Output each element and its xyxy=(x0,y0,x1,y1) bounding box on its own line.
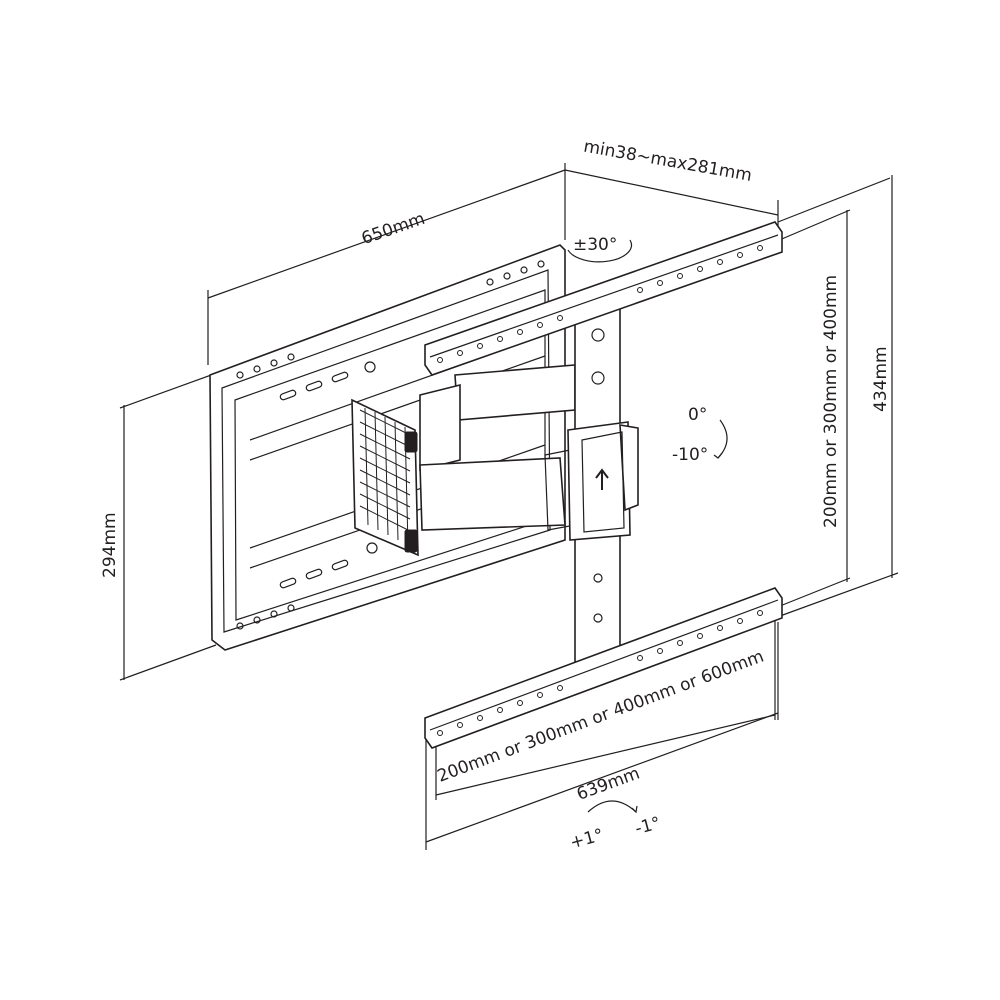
label-swivel: ±30° xyxy=(573,235,617,255)
mesh-pattern xyxy=(359,407,411,546)
label-vesa-vertical: 200mm or 300mm or 400mm xyxy=(821,275,841,528)
label-434mm: 434mm xyxy=(871,346,891,412)
articulating-arms xyxy=(351,364,576,557)
rotation-indicators xyxy=(567,239,728,814)
label-294mm: 294mm xyxy=(100,512,120,578)
dimension-lines xyxy=(119,163,899,850)
label-tilt-top: 0° xyxy=(688,405,707,425)
label-tilt-bottom: -10° xyxy=(672,445,708,465)
plate-slots xyxy=(279,371,349,589)
bottom-rail xyxy=(424,587,783,749)
plate-holes xyxy=(236,260,545,630)
label-650mm: 650mm xyxy=(359,209,428,249)
top-rail xyxy=(424,221,783,376)
tv-vertical-bracket xyxy=(567,291,639,669)
label-639mm: 639mm xyxy=(574,764,642,805)
label-level-minus: -1° xyxy=(633,813,663,839)
label-level-plus: +1° xyxy=(568,825,606,853)
